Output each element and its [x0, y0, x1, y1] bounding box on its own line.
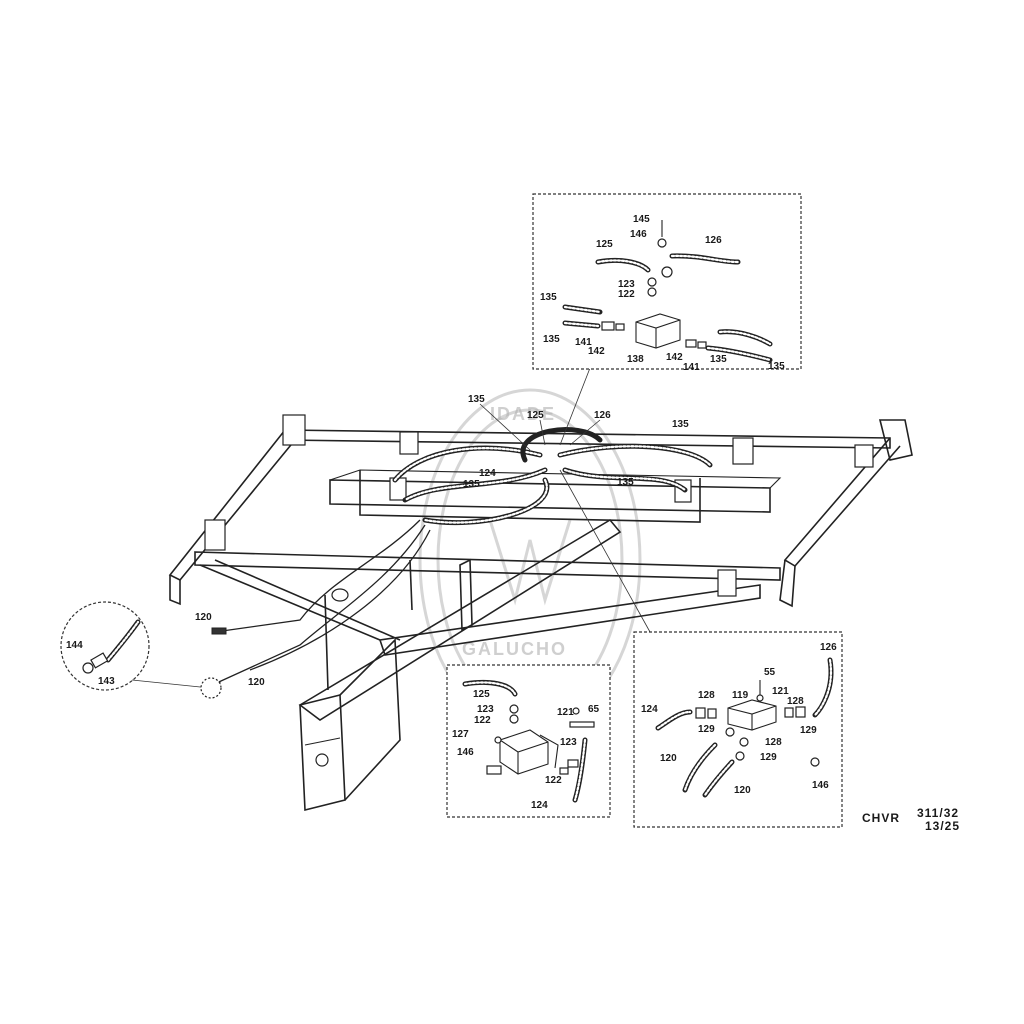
label-mid-124: 124 — [531, 800, 548, 811]
label-main-135d: 135 — [617, 477, 634, 488]
label-mid-125: 125 — [473, 689, 490, 700]
drawing-code-sheet: 13/25 — [925, 819, 960, 833]
label-main-135c: 135 — [463, 479, 480, 490]
label-mid-123a: 123 — [477, 704, 494, 715]
label-top-145: 145 — [633, 214, 650, 225]
label-mid-65: 65 — [588, 704, 600, 715]
inset-circle-labels: 144 143 — [66, 640, 115, 687]
label-right-119: 119 — [732, 690, 749, 701]
label-main-120b: 120 — [248, 677, 265, 688]
label-right-146: 146 — [812, 780, 829, 791]
label-top-146: 146 — [630, 229, 647, 240]
inset-circle-coupler — [60, 601, 222, 699]
implement-frame — [168, 414, 913, 812]
label-right-128b: 128 — [787, 696, 804, 707]
label-main-126: 126 — [594, 410, 611, 421]
label-right-129c: 129 — [760, 752, 777, 763]
label-top-142a: 142 — [588, 346, 605, 357]
label-right-128c: 128 — [765, 737, 782, 748]
drawing-code: CHVR 311/32 13/25 — [862, 806, 960, 833]
main-labels: 135 125 126 135 124 135 135 120 120 — [195, 367, 689, 688]
label-top-135b: 135 — [543, 334, 560, 345]
label-right-120a: 120 — [660, 753, 677, 764]
label-mid-146: 146 — [457, 747, 474, 758]
label-mid-122a: 122 — [474, 715, 491, 726]
label-top-123: 123 — [618, 279, 635, 290]
label-top-138: 138 — [627, 354, 644, 365]
label-right-128a: 128 — [698, 690, 715, 701]
inset-top-labels: 145 146 125 126 123 122 135 135 141 142 … — [540, 214, 785, 373]
label-top-141a: 141 — [575, 337, 592, 348]
label-main-124: 124 — [479, 468, 496, 479]
label-main-120a: 120 — [195, 612, 212, 623]
label-top-135a: 135 — [540, 292, 557, 303]
label-right-124: 124 — [641, 704, 658, 715]
label-top-141b: 141 — [683, 362, 700, 373]
label-top-135d: 135 — [768, 361, 785, 372]
label-mid-127: 127 — [452, 729, 469, 740]
label-mid-122b: 122 — [545, 775, 562, 786]
label-top-135c: 135 — [710, 354, 727, 365]
label-right-126: 126 — [820, 642, 837, 653]
label-main-125: 125 — [527, 410, 544, 421]
label-right-129a: 129 — [698, 724, 715, 735]
inset-middle-valve — [446, 664, 611, 818]
inset-right-manifold — [633, 631, 843, 828]
label-right-55: 55 — [764, 667, 776, 678]
label-circle-144: 144 — [66, 640, 83, 651]
main-hoses — [205, 427, 713, 689]
label-main-135b: 135 — [672, 419, 689, 430]
watermark-text-bottom: GALUCHO — [462, 639, 567, 659]
drawing-code-number: 311/32 — [917, 806, 959, 820]
label-right-129b: 129 — [800, 725, 817, 736]
inset-middle-labels: 125 123 122 121 65 127 146 123 122 124 — [452, 689, 600, 811]
label-top-142b: 142 — [666, 352, 683, 363]
label-top-125: 125 — [596, 239, 613, 250]
label-mid-123b: 123 — [560, 737, 577, 748]
label-main-135a: 135 — [468, 394, 485, 405]
label-top-122: 122 — [618, 289, 635, 300]
drawing-code-prefix: CHVR — [862, 811, 900, 825]
label-mid-121: 121 — [557, 707, 574, 718]
label-top-126: 126 — [705, 235, 722, 246]
label-circle-143: 143 — [98, 676, 115, 687]
watermark-text-top: IDADE — [490, 404, 556, 424]
inset-top-distributor — [532, 193, 802, 370]
label-right-120b: 120 — [734, 785, 751, 796]
inset-right-labels: 126 55 124 128 119 121 128 129 129 128 1… — [641, 642, 837, 796]
label-right-121: 121 — [772, 686, 789, 697]
